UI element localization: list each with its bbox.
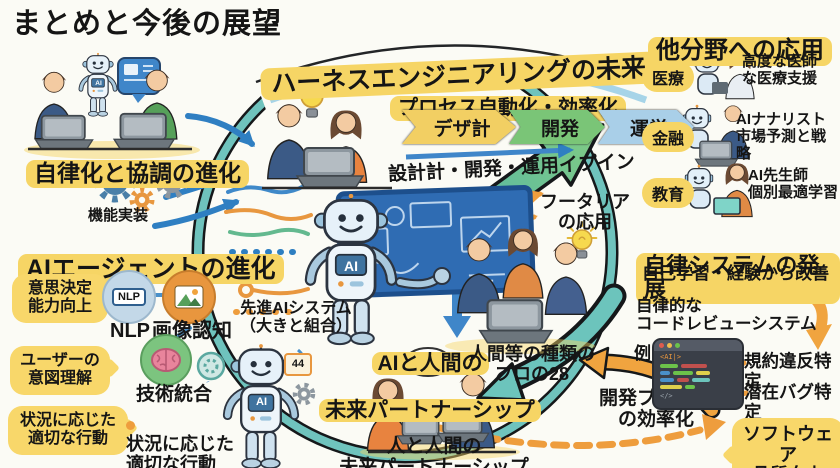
brain-icon [140,334,192,386]
desc-finance: AIナナリスト 市場予測と戦略 [736,111,827,162]
chevron-design: デザ計 [402,110,516,144]
code-open-tag: <AI|> [660,353,682,361]
label-violation: 規約違反特定 [744,351,832,391]
label-function-impl: 機能実装 [88,207,149,224]
label-self-learning: 自己学習・経験から改善 [642,264,829,283]
cycle-arrow-teal-icon [476,283,627,402]
label-latent-bug: 潜在バグ特定 [744,382,832,422]
code-editor-window: <AI|> </> [654,340,742,408]
chip-44-badge: 44 [284,353,312,376]
main-robot-illustration [310,194,451,344]
bubble-context-action: 状況に応じた 適切な行動 [8,406,128,455]
app-education-illustration [684,162,753,218]
label-tech-integration: 技術統合 [136,384,213,405]
label-code-review: 自律的な コードレビューシステム [636,297,817,334]
chevron-develop: 開発 [509,110,605,144]
bubble-decision-making: 意思決定 能力向上 [12,274,108,323]
label-human-pros: 人間等の種類の プロの28 [469,344,595,385]
down-arrow-icon [443,292,471,338]
code-line [660,385,736,390]
app-medical-illustration [692,48,755,100]
main-robot-ai-chip: AI [344,258,358,274]
nlp-icon-text: NLP [112,288,146,306]
label-autonomous-systems: 自律システムの発展 [636,228,840,304]
code-line [660,378,736,383]
label-human-partnership: 人と人間の 未来パートナーシップ [339,436,529,468]
desc-medical: 高度な医師 な医療支援 [742,53,818,87]
minimize-dot-icon [667,343,672,348]
image-glyph [174,285,204,309]
label-autonomy-evolution: 自律化と協調の進化 [26,134,249,188]
code-close-tag: </> [660,392,673,401]
code-window-titlebar [654,340,742,351]
label-futaria: フータリア の応用 [540,192,630,233]
code-line [660,371,736,376]
professionals-illustration [445,221,598,354]
bubble-user-intent: ユーザーの 意図理解 [10,346,110,395]
maximize-dot-icon [675,343,680,348]
pill-finance: 金融 [642,122,695,152]
bubble-software-quality: ソフトウェア 品質向上 [732,418,840,468]
label-other-fields: 他分野への応用 [648,10,832,66]
code-line [660,364,736,369]
label-example: 例 [634,344,651,363]
image-recognition-icon [162,270,216,324]
idea-pair-illustration [262,75,392,190]
nlp-icon: NLP [102,270,156,324]
label-advanced-ai: 先進AIシステム （大きと組合） [239,300,352,335]
small-robot-ai-chip: AI [256,396,267,408]
decorative-waves [224,184,313,315]
collaboration-illustration [24,53,200,159]
pipeline-arrow-icon [405,142,574,160]
note-context-action: 状況に応じた 適切な行動 [126,414,234,468]
pill-education: 教育 [642,178,695,208]
topleft-robot-ai-chip: AI [95,80,102,87]
highlight: 自律化と協調の進化 [26,159,249,188]
pill-medical: 医療 [642,62,695,92]
small-robot-illustration [196,344,316,468]
brain-glyph [151,348,181,372]
close-dot-icon [659,343,664,348]
label-nlp: NLP [110,320,150,342]
code-content: <AI|> </> [654,351,742,403]
label-ai-partnership: AIと人間の 未来パートナーシップ [318,328,542,423]
desc-education: AI先生師 個別最適学習 [748,167,839,201]
page-title: まとめと今後の展望 [12,8,283,40]
